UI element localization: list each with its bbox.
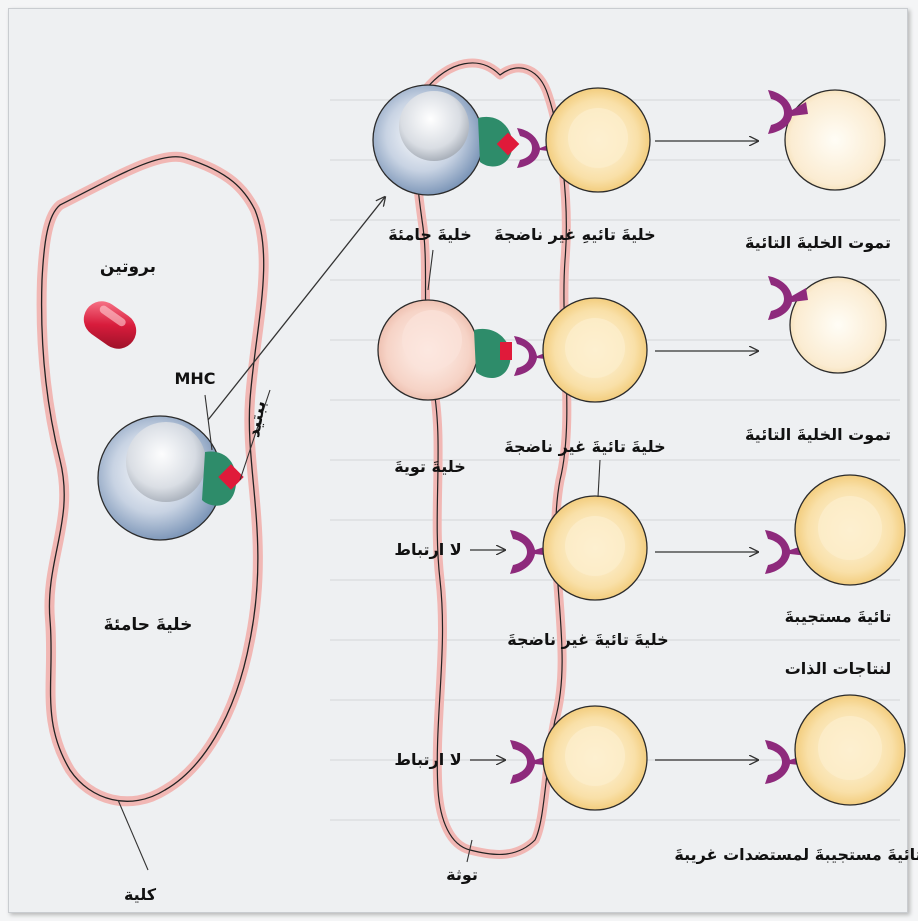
label-thymic-cell: خليةَ تويةَ	[394, 457, 466, 476]
label-immature-t-cell-2: خليةَ تائيةَ غير ناضجةَ	[504, 437, 665, 456]
label-mhc: MHC	[174, 369, 215, 388]
pointer-kidney	[118, 800, 148, 870]
row-3	[470, 475, 905, 600]
label-protein: بروتين	[100, 257, 156, 277]
dead-t-cell-row1	[785, 90, 885, 190]
peptide-row2	[500, 342, 512, 360]
label-responds-foreign: تائيةَ مستجيبةَ لمستضدات غريبةَ	[674, 845, 918, 864]
label-no-binding-1: لا ارتباط	[394, 540, 461, 559]
label-t-cell-death-1: تموت الخليةَ التائيةَ	[745, 233, 891, 252]
label-presenting-cell-left: خليةَ حامئةَ	[104, 615, 193, 635]
label-immature-t-cell-3: خليةَ تائيةَ غير ناضجةَ	[507, 630, 668, 649]
label-responds-self-2: لنتاجات الذات	[785, 659, 892, 678]
arrow-to-thymus	[208, 197, 385, 420]
label-presenting-cell-top: خليةَ حامئةَ	[388, 225, 472, 244]
row-4	[470, 695, 905, 810]
label-thymus: توثة	[446, 865, 478, 884]
label-no-binding-2: لا ارتباط	[394, 750, 461, 769]
pointer-row3-cell	[598, 460, 600, 497]
label-immature-t-cell-1: خليةَ تائيهِ غير ناضجةَ	[494, 225, 655, 244]
row-2	[378, 276, 886, 402]
protein-capsule	[77, 294, 144, 356]
label-t-cell-death-2: تموت الخليةَ التائيةَ	[745, 425, 891, 444]
label-kidney: كلية	[124, 885, 157, 904]
presenting-cell-left	[98, 416, 244, 540]
row-1	[373, 85, 885, 195]
label-responds-self-1: تائيةَ مستجيبةَ	[785, 607, 892, 626]
